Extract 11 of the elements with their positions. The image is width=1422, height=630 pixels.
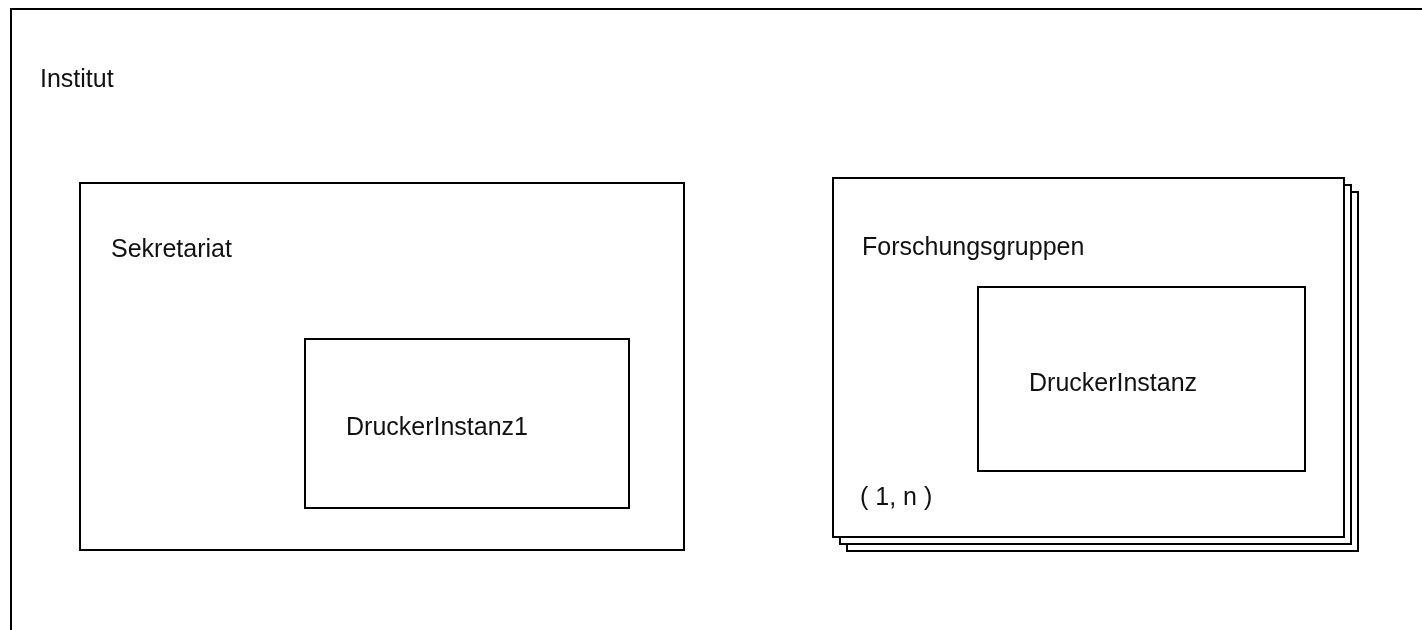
institute-box [10, 8, 1422, 630]
printer-instance-box [977, 286, 1306, 472]
box-title: Sekretariat [111, 234, 232, 263]
multiplicity-label: ( 1, n ) [860, 482, 933, 511]
box-title: Forschungsgruppen [862, 232, 1085, 261]
printer-instance-box [304, 338, 630, 509]
department-box [79, 182, 685, 551]
box-label: DruckerInstanz1 [346, 412, 529, 441]
stacked-group-box [832, 177, 1359, 552]
box-label: DruckerInstanz [1029, 368, 1198, 397]
box-title: Institut [40, 64, 114, 93]
